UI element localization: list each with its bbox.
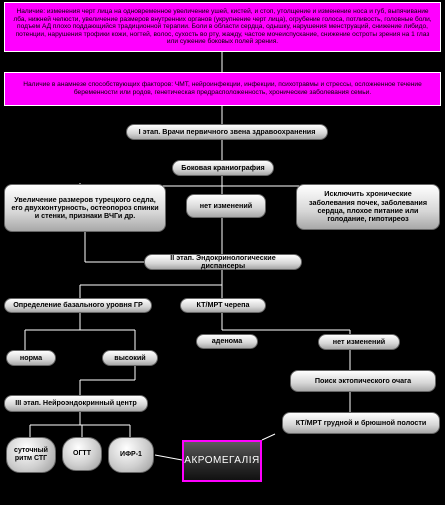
ogtt-label: ОГТТ [73, 449, 91, 457]
normal-label: норма [19, 352, 43, 362]
ogtt-box: ОГТТ [62, 437, 102, 471]
sella-signs-label: Увеличение размеров турецкого седла, его… [11, 194, 159, 221]
craniography-label: Боковая краниография [181, 162, 265, 172]
complaints-box: Наличие: изменения черт лица на одноврем… [4, 2, 441, 52]
stage-2-box: II этап. Эндокринологические диспансеры [144, 252, 302, 270]
high-label: высокий [114, 352, 146, 362]
ectopic-box: Поиск эктопического очага [290, 370, 436, 392]
ct-head-label: КТ/МРТ черепа [196, 300, 250, 310]
ectopic-label: Поиск эктопического очага [314, 375, 412, 385]
stage-3-label: III этап. Нейроэндокринный центр [15, 398, 137, 408]
adenoma-label: аденома [211, 336, 243, 346]
exclude-label: Исключить хронические заболевания почек,… [308, 189, 428, 224]
daily-gh-label: суточный ритм СТГ [14, 446, 48, 462]
high-box: высокий [102, 350, 158, 366]
no-changes-1-box: нет изменений [186, 194, 266, 218]
normal-box: норма [6, 350, 56, 366]
gh-basal-label: Определение базального уровня ГР [13, 300, 143, 310]
diagnosis-box: АКРОМЕГАЛІЯ [182, 440, 262, 482]
ct-body-label: КТ/МРТ грудной и брюшной полости [295, 417, 427, 427]
risk-factors-text: Наличие в анамнезе способствующих фактор… [23, 81, 422, 96]
adenoma-box: аденома [196, 334, 258, 349]
no-changes-2-box: нет изменений [318, 334, 400, 350]
no-changes-1-label: нет изменений [199, 200, 253, 210]
craniography-box: Боковая краниография [172, 160, 274, 176]
sella-signs-box: Увеличение размеров турецкого седла, его… [4, 184, 166, 232]
risk-factors-box: Наличие в анамнезе способствующих фактор… [4, 72, 441, 106]
diagnosis-label: АКРОМЕГАЛІЯ [184, 455, 260, 467]
stage-1-box: I этап. Врачи первичного звена здравоохр… [126, 124, 328, 140]
stage-1-label: I этап. Врачи первичного звена здравоохр… [138, 126, 316, 136]
igf1-label: ИФР-1 [120, 450, 142, 458]
complaints-text: Наличие: изменения черт лица на одноврем… [13, 8, 432, 46]
gh-basal-box: Определение базального уровня ГР [4, 298, 152, 313]
stage-3-box: III этап. Нейроэндокринный центр [4, 395, 148, 412]
igf1-box: ИФР-1 [108, 437, 154, 473]
daily-gh-box: суточный ритм СТГ [6, 437, 56, 473]
ct-body-box: КТ/МРТ грудной и брюшной полости [282, 412, 440, 434]
ct-head-box: КТ/МРТ черепа [180, 298, 266, 313]
stage-2-label: II этап. Эндокринологические диспансеры [170, 252, 276, 270]
exclude-box: Исключить хронические заболевания почек,… [296, 184, 440, 230]
no-changes-2-label: нет изменений [332, 336, 386, 346]
